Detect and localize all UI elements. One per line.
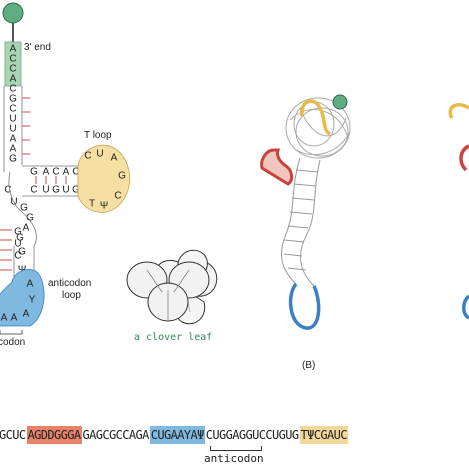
anticodon-stem-base: Ψ — [18, 265, 26, 276]
panel-b-label: (B) — [302, 360, 316, 371]
stem-base: G — [9, 154, 17, 165]
d-region-base: G — [18, 247, 26, 258]
sequence-segment-none: GAGCGCCAGA — [82, 428, 150, 442]
anticodon-loop-label-1: anticodon — [48, 278, 91, 289]
stem-base: A — [10, 134, 17, 145]
t-loop-base: U — [96, 149, 103, 160]
t-arm-base-pairs — [35, 176, 67, 184]
lower-base-pairs — [0, 229, 12, 271]
sequence-segment-none: CUGGAGGUCCUGUG — [205, 428, 299, 442]
t-loop-base: A — [111, 153, 118, 164]
stem-base: C — [9, 84, 16, 95]
anticodon-loop-label-2: loop — [62, 290, 81, 301]
stem-base: G — [9, 94, 17, 105]
t-arm-base: G — [30, 167, 38, 178]
stem-base: A — [10, 74, 17, 85]
stem-base: U — [9, 124, 16, 135]
t-arm-base: C — [30, 185, 37, 196]
sequence-segment-red: AGDDGGGA — [26, 426, 82, 444]
anticodon-partial-label: codon — [0, 337, 25, 348]
three-prime-end-label: 3' end — [24, 42, 51, 53]
t-loop — [77, 144, 131, 213]
stem-base: A — [10, 144, 17, 155]
t-arm-base: U — [62, 185, 69, 196]
anticodon-stem-base: G — [14, 227, 22, 238]
anticodon-loop-base: A — [27, 279, 34, 290]
anticodon-loop-3d — [288, 282, 321, 330]
three-prime-end-ball-3d — [332, 94, 348, 110]
sequence-segment-blue: CUGAAYAΨ — [149, 426, 205, 444]
t-loop-label: T loop — [84, 130, 112, 141]
t-loop-3d-partial — [448, 103, 469, 119]
d-region-base: G — [20, 203, 28, 214]
d-region-base: C — [4, 185, 11, 196]
anticodon-bracket — [0, 330, 23, 335]
t-arm-base: G — [72, 185, 80, 196]
t-arm-base: A — [63, 167, 70, 178]
stem-base: U — [9, 114, 16, 125]
anticodon-stem-base: U — [14, 239, 21, 250]
sequence-anticodon-label: anticodon — [204, 452, 264, 465]
anticodon-loop-3d-partial — [462, 294, 469, 320]
anticodon-loop-base: A — [11, 313, 18, 324]
t-arm-backbone — [22, 165, 78, 197]
t-arm-base: C — [72, 167, 79, 178]
t-arm-base: C — [52, 167, 59, 178]
anticodon-loop-base: Y — [29, 295, 36, 306]
t-arm-base: U — [42, 185, 49, 196]
anticodon-loop — [0, 269, 45, 327]
clover-leaf-caption: a clover leaf — [134, 332, 213, 343]
anticodon-stem-base: C — [14, 251, 21, 262]
trna-3d-model — [260, 94, 469, 330]
clover-leaf-outline — [126, 261, 210, 322]
stem-base: C — [9, 64, 16, 75]
stem-base: C — [9, 104, 16, 115]
stem-base-pairs — [22, 97, 30, 155]
sequence-segment-none: GCUC — [0, 428, 26, 442]
sequence-segment-yellow: TΨCGAUC — [299, 426, 348, 444]
d-loop-3d-partial — [459, 144, 469, 172]
sequence-anticodon-bracket — [210, 446, 262, 451]
anticodon-loop-base: A — [23, 309, 30, 320]
t-loop-base: G — [118, 171, 126, 182]
t-arm-base: G — [52, 185, 60, 196]
d-region-base: A — [23, 223, 30, 234]
anticodon-loop-base: A — [1, 313, 8, 324]
stem-base: C — [9, 54, 16, 65]
three-prime-end-ball — [2, 2, 24, 24]
t-loop-base: C — [114, 191, 121, 202]
t-loop-base: Ψ — [100, 201, 108, 212]
d-region-base: G — [26, 213, 34, 224]
d-loop-3d — [260, 148, 294, 186]
acceptor-stem-highlight — [4, 41, 22, 87]
t-loop-base: T — [89, 199, 95, 210]
t-loop-3d — [300, 99, 332, 136]
stem-base: A — [10, 44, 17, 55]
d-region-base: G — [16, 233, 24, 244]
t-loop-base: C — [84, 151, 91, 162]
t-arm-base: A — [43, 167, 50, 178]
